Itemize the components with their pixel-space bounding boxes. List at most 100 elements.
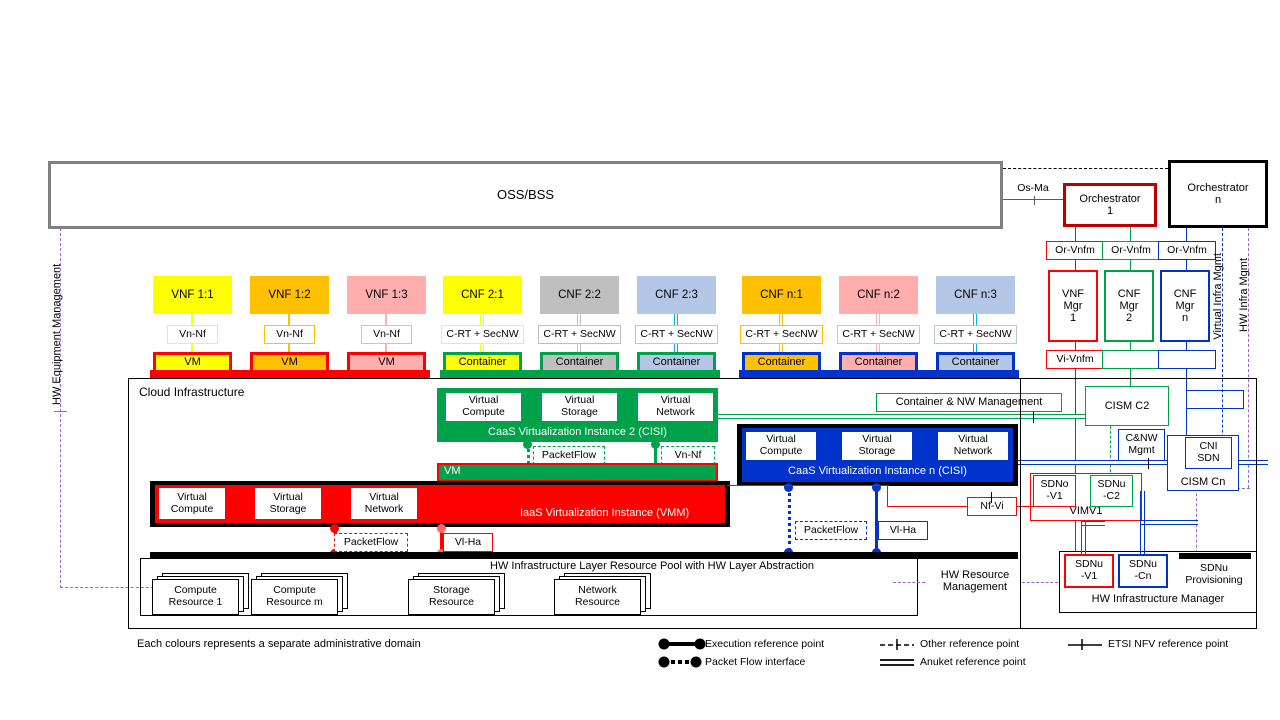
caasn-resource-1-l2: Storage: [858, 445, 896, 457]
cnw-mgmt-box[interactable]: C&NW Mgmt: [1118, 429, 1165, 461]
cnf-mgr-n-line2: Mgr: [1175, 299, 1195, 312]
sdno-v1-box[interactable]: SDNo -V1: [1033, 475, 1076, 507]
function-box-2[interactable]: VNF 1:3: [347, 276, 426, 314]
caas2-packetflow-dot-top: [523, 440, 532, 449]
vnf-group-bar-red: [150, 370, 430, 378]
hw-resource-2[interactable]: Storage Resource: [408, 573, 505, 615]
function-box-4[interactable]: CNF 2:2: [540, 276, 619, 314]
orchestrator-n-box[interactable]: Orchestrator n: [1168, 160, 1268, 228]
function-rp-1[interactable]: Vn-Nf: [264, 325, 315, 344]
function-rp-8[interactable]: C-RT + SecNW: [934, 325, 1017, 344]
orchestrator-1-box[interactable]: Orchestrator 1: [1063, 183, 1157, 227]
function-label-7: CNF n:2: [857, 288, 900, 301]
sdnu-c2-box[interactable]: SDNu -C2: [1090, 475, 1133, 507]
vim-to-sdnu-v1-line: [1081, 521, 1086, 554]
function-unit-5[interactable]: Container: [637, 352, 716, 373]
legend-anuket-label: Anuket reference point: [920, 656, 1026, 668]
iaas-resource-2[interactable]: Virtual Network: [350, 487, 418, 520]
sdnu-v1-l2: -V1: [1080, 570, 1098, 582]
hw-resource-0[interactable]: Compute Resource 1: [152, 573, 249, 615]
caas2-resource-0[interactable]: Virtual Compute: [445, 392, 522, 422]
vi-vnfm-n-empty-2[interactable]: [1186, 390, 1244, 409]
caas2-resource-0-l2: Compute: [462, 406, 505, 418]
caasn-rp-viha[interactable]: Vl-Ha: [878, 521, 928, 540]
iaas-viha-dot-top: [437, 524, 446, 533]
hw-infra-mgmt-label: HW Infra Mgmt: [1238, 258, 1250, 332]
or-vnfm-1[interactable]: Or-Vnfm: [1046, 241, 1104, 260]
sdnu-cn-box[interactable]: SDNu -Cn: [1118, 554, 1168, 588]
function-box-6[interactable]: CNF n:1: [742, 276, 821, 314]
hw-resource-2-l1: Storage: [433, 584, 470, 597]
vi-vnfm-2-empty[interactable]: [1102, 350, 1160, 369]
cnf-mgr-2-line3: 2: [1125, 312, 1133, 325]
sdnu-provisioning-bar: [1179, 553, 1251, 559]
function-rp-6[interactable]: C-RT + SecNW: [740, 325, 823, 344]
virtual-infra-mgmt-dashed: [1222, 228, 1223, 478]
iaas-rp-viha[interactable]: Vl-Ha: [443, 533, 493, 552]
caasn-resource-0-l1: Virtual: [766, 433, 796, 446]
cnf-mgr-n-box[interactable]: CNF Mgr n: [1160, 270, 1210, 342]
caasn-resource-0[interactable]: Virtual Compute: [745, 431, 817, 461]
iaas-title: IaaS Virtualization Instance (VMM): [520, 507, 690, 519]
cnw-mgmt-l1: C&NW: [1125, 432, 1158, 445]
function-box-3[interactable]: CNF 2:1: [443, 276, 522, 314]
function-box-7[interactable]: CNF n:2: [839, 276, 918, 314]
anuket-green-tick: [1033, 412, 1034, 423]
nf-vi-box[interactable]: Nf-Vi: [967, 497, 1017, 516]
sdno-v1-l1: SDNo: [1040, 478, 1069, 491]
iaas-rp-packetflow[interactable]: PacketFlow: [334, 533, 408, 552]
vi-vnfm-n-empty[interactable]: [1158, 350, 1216, 369]
or-vnfm-2[interactable]: Or-Vnfm: [1102, 241, 1160, 260]
function-unit-label-3: Container: [458, 356, 507, 369]
function-unit-label-1: VM: [281, 356, 298, 369]
anuket-blue-tick: [1148, 458, 1149, 469]
function-unit-6[interactable]: Container: [742, 352, 821, 373]
iaas-block[interactable]: [155, 485, 725, 523]
cnf-mgr-2-line1: CNF: [1117, 287, 1141, 300]
function-rp-2[interactable]: Vn-Nf: [361, 325, 412, 344]
hw-resource-3-l2: Resource: [575, 596, 620, 608]
hw-resource-3[interactable]: Network Resource: [554, 573, 651, 615]
function-rp-5[interactable]: C-RT + SecNW: [635, 325, 718, 344]
legend-etsi-label: ETSI NFV reference point: [1108, 638, 1229, 650]
container-nw-management-box[interactable]: Container & NW Management: [876, 393, 1062, 412]
oss-bss-box[interactable]: OSS/BSS: [48, 161, 1003, 229]
vi-vnfm-1[interactable]: Vi-Vnfm: [1046, 350, 1104, 369]
iaas-resource-1-l1: Virtual: [273, 490, 303, 503]
cism-c2-box[interactable]: CISM C2: [1085, 386, 1169, 426]
caas2-rp-vnnf[interactable]: Vn-Nf: [661, 446, 715, 465]
caasn-packetflow-dotted: [788, 486, 791, 552]
caasn-viha-dot-top: [872, 483, 881, 492]
function-box-8[interactable]: CNF n:3: [936, 276, 1015, 314]
caas2-vm-bar[interactable]: [437, 463, 718, 482]
vnf-mgr-1-box[interactable]: VNF Mgr 1: [1048, 270, 1098, 342]
iaas-resource-1[interactable]: Virtual Storage: [254, 487, 322, 520]
orchestrator-n-label-line1: Orchestrator: [1187, 181, 1249, 194]
cni-sdn-box[interactable]: CNI SDN: [1185, 437, 1232, 469]
nf-vi-line-right: [1017, 506, 1033, 507]
cni-sdn-l2: SDN: [1197, 452, 1220, 464]
cnf-mgr-2-box[interactable]: CNF Mgr 2: [1104, 270, 1154, 342]
caas2-resource-1[interactable]: Virtual Storage: [541, 392, 618, 422]
hw-resource-1[interactable]: Compute Resource m: [251, 573, 348, 615]
hw-resource-management-l1: HW Resource: [940, 568, 1010, 581]
function-box-0[interactable]: VNF 1:1: [153, 276, 232, 314]
caasn-resource-2[interactable]: Virtual Network: [937, 431, 1009, 461]
function-rp-4[interactable]: C-RT + SecNW: [538, 325, 621, 344]
sdnu-v1-box[interactable]: SDNu -V1: [1064, 554, 1114, 588]
function-rp-3[interactable]: C-RT + SecNW: [441, 325, 524, 344]
sdnu-v1-l1: SDNu: [1074, 558, 1103, 571]
function-unit-label-0: VM: [184, 356, 201, 369]
caasn-resource-1[interactable]: Virtual Storage: [841, 431, 913, 461]
function-label-6: CNF n:1: [760, 288, 803, 301]
hw-resource-0-l1: Compute: [174, 584, 217, 597]
function-unit-label-2: VM: [378, 356, 395, 369]
or-vnfm-n[interactable]: Or-Vnfm: [1158, 241, 1216, 260]
caas2-resource-2[interactable]: Virtual Network: [637, 392, 714, 422]
caasn-rp-packetflow[interactable]: PacketFlow: [795, 521, 867, 540]
function-box-5[interactable]: CNF 2:3: [637, 276, 716, 314]
function-rp-7[interactable]: C-RT + SecNW: [837, 325, 920, 344]
iaas-resource-0[interactable]: Virtual Compute: [158, 487, 226, 520]
function-box-1[interactable]: VNF 1:2: [250, 276, 329, 314]
function-rp-0[interactable]: Vn-Nf: [167, 325, 218, 344]
